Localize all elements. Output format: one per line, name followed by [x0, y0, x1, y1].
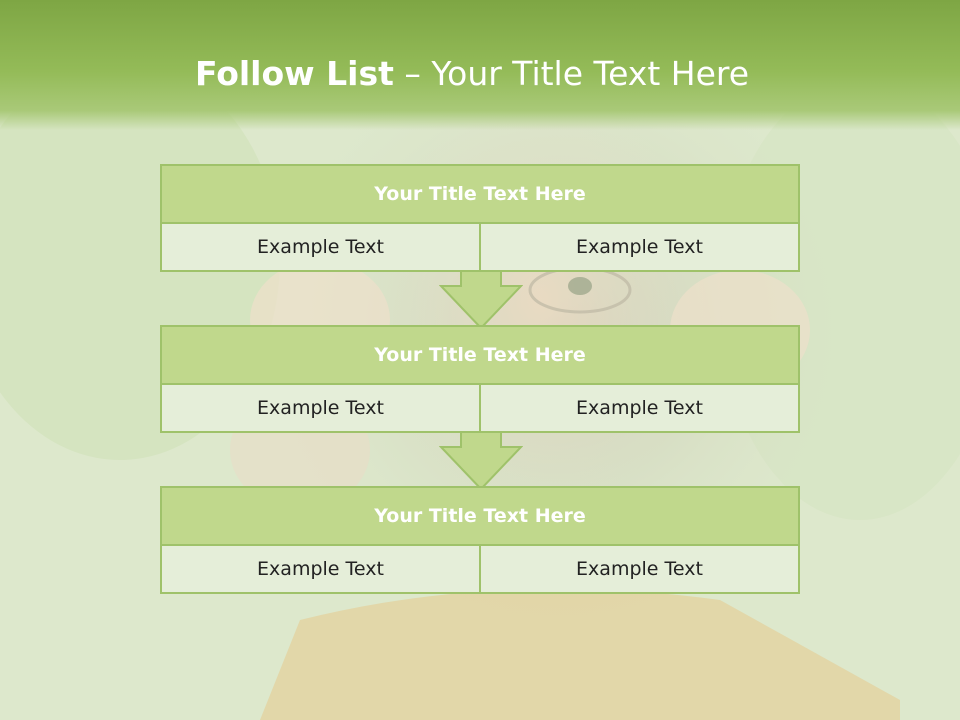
block-heading: Your Title Text Here: [162, 166, 798, 224]
block-cell-right: Example Text: [479, 385, 798, 431]
block-row: Example Text Example Text: [162, 224, 798, 270]
slide-title: Follow List – Your Title Text Here: [0, 54, 944, 93]
list-block-2: Your Title Text Here Example Text Exampl…: [160, 325, 800, 433]
title-subtitle: – Your Title Text Here: [393, 54, 750, 93]
block-cell-right: Example Text: [479, 224, 798, 270]
block-row: Example Text Example Text: [162, 546, 798, 592]
down-arrow-icon: [439, 431, 523, 491]
block-cell-left: Example Text: [257, 397, 384, 419]
block-cell-left: Example Text: [257, 558, 384, 580]
list-block-1: Your Title Text Here Example Text Exampl…: [160, 164, 800, 272]
list-block-3: Your Title Text Here Example Text Exampl…: [160, 486, 800, 594]
block-cell-right: Example Text: [479, 546, 798, 592]
block-heading: Your Title Text Here: [162, 327, 798, 385]
block-row: Example Text Example Text: [162, 385, 798, 431]
title-bold: Follow List: [194, 54, 394, 93]
header-band: [0, 0, 960, 130]
block-cell-left: Example Text: [257, 236, 384, 258]
down-arrow-icon: [439, 270, 523, 330]
block-heading: Your Title Text Here: [162, 488, 798, 546]
